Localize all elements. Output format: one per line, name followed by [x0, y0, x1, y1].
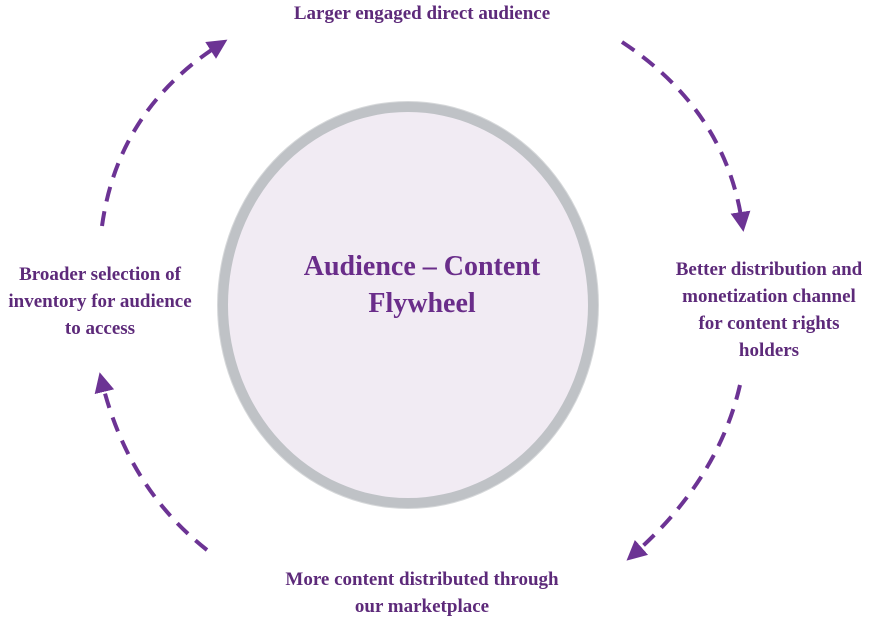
arrow-top-to-right — [620, 40, 751, 232]
center-circle — [218, 102, 598, 508]
diagram-title: Audience – Content Flywheel — [303, 251, 541, 319]
node-better-distribution: Better distribution and monetization cha… — [675, 259, 863, 361]
node-more-content: More content distributed through our mar… — [285, 569, 559, 617]
arrow-left-to-top — [100, 39, 228, 227]
node-larger-audience: Larger engaged direct audience — [293, 3, 551, 24]
arrow-right-to-bottom — [626, 384, 742, 561]
arrow-bottom-to-left — [94, 372, 209, 552]
node-broader-selection: Broader selection of inventory for audie… — [8, 264, 192, 339]
